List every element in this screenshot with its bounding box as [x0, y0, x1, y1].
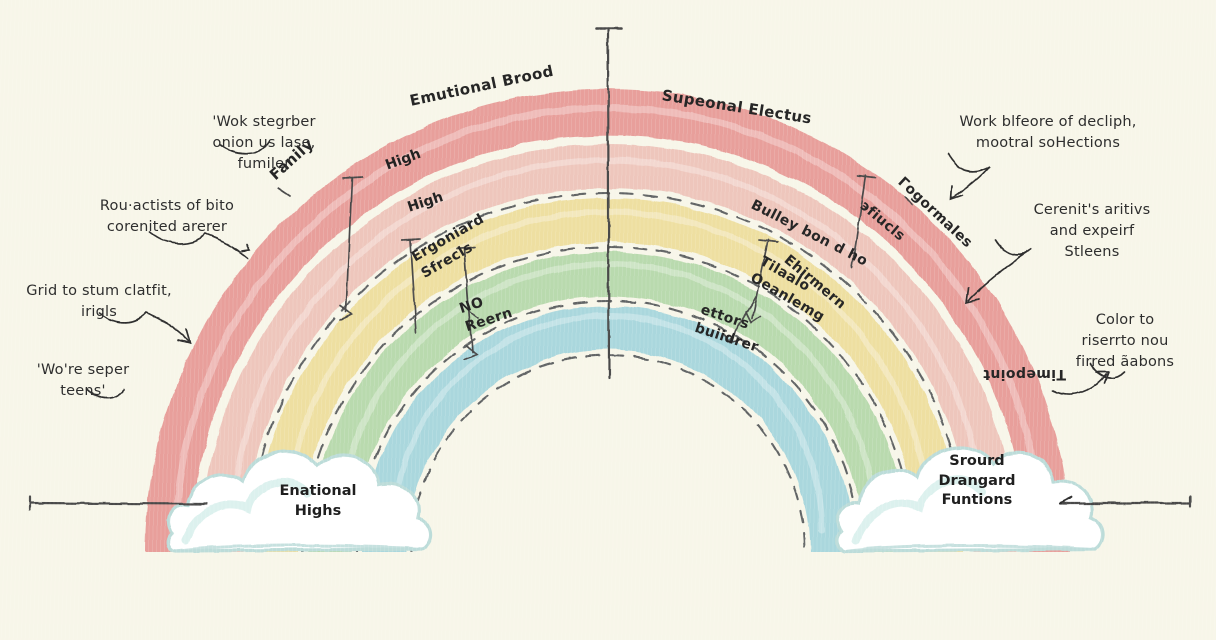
cloud-right-label: Srourd Drangard Funtions [938, 453, 1016, 509]
center-divider [594, 27, 623, 380]
measure-brackets-left [277, 176, 479, 360]
measure-brackets-right [723, 175, 913, 345]
baseline-rules [28, 494, 1192, 512]
leader-lines-right [947, 153, 1125, 504]
annotation-left-mid: Grid to stum clatfit, irigls [26, 283, 172, 321]
annotation-right-top: Work blfeore of decliph, mootral soHecti… [959, 114, 1137, 152]
annotation-left-lower: 'Wo're seper teens' [36, 362, 130, 400]
annotation-right-mid: Cerenit's aritivs and expeirf Stleens [1033, 202, 1151, 261]
cloud-right-shape [835, 446, 1105, 553]
cloud-left-label: Enational Highs [279, 483, 357, 519]
leader-lines-left [85, 141, 269, 399]
annotation-left-upper: Rou·actists of bito corenited arerer [99, 198, 235, 236]
annotation-left-top: 'Wok stegrber onion us lase, fumiler [212, 114, 316, 173]
annotation-right-lower: Color to riserrto nou firred ãabons [1075, 312, 1175, 371]
cloud-left-shape [166, 450, 433, 553]
